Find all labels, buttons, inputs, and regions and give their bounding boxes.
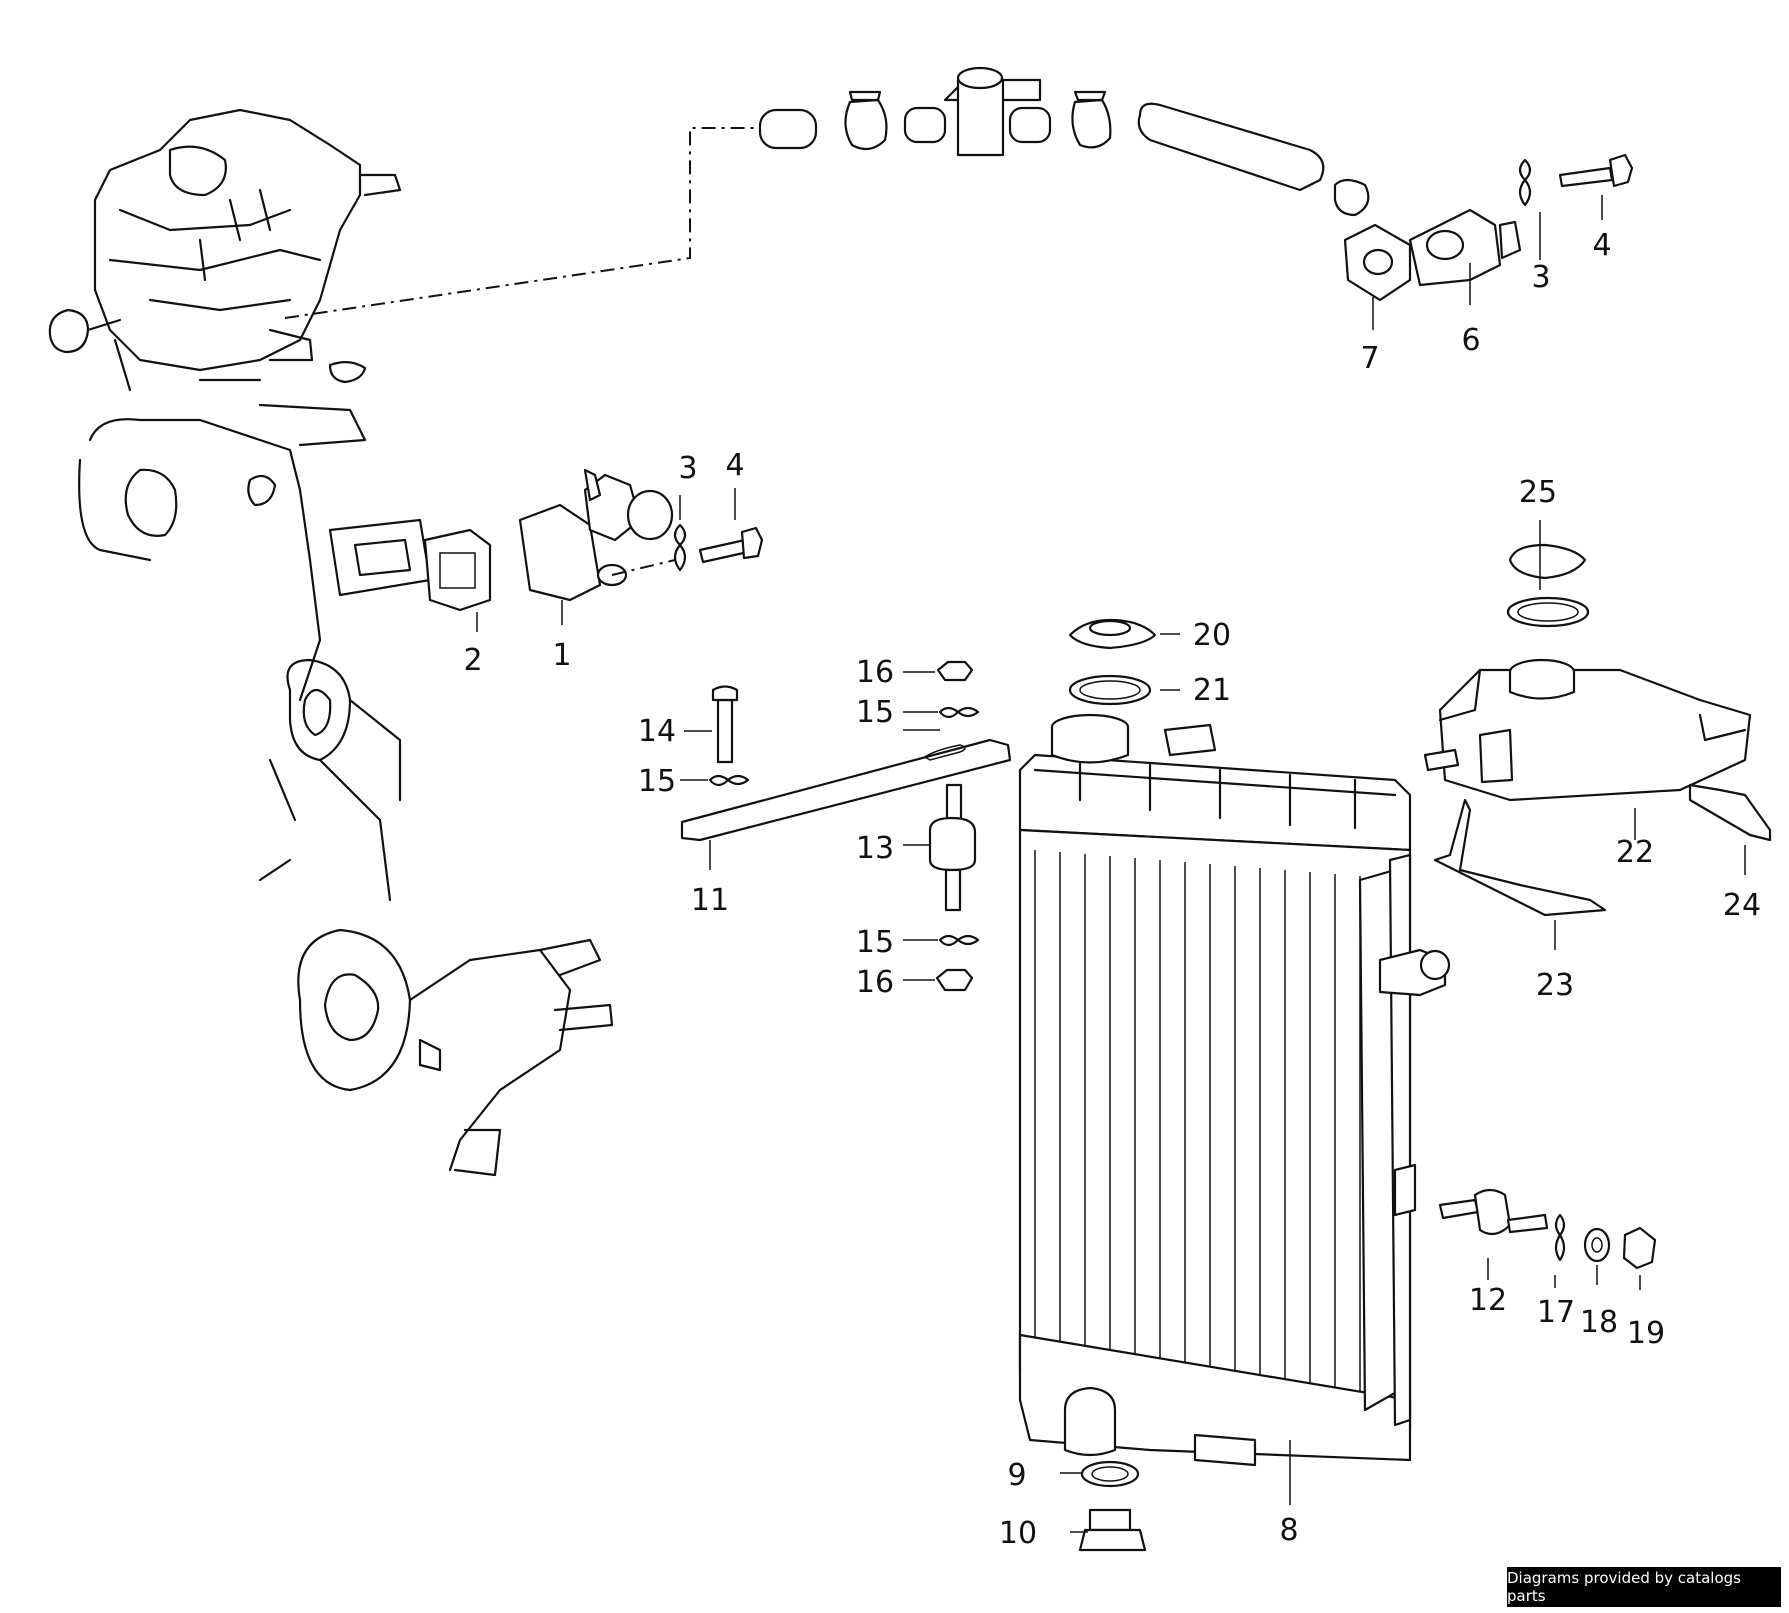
mounting-bracket-drawing	[680, 660, 1012, 992]
leader-lines	[476, 195, 1746, 1533]
coolant-flange-upper	[1343, 208, 1522, 302]
callout-21: 21	[1193, 673, 1231, 708]
callout-1: 1	[552, 638, 571, 673]
callout-23: 23	[1536, 968, 1574, 1003]
callout-15-top: 15	[856, 695, 894, 730]
hose-route-line	[284, 127, 760, 319]
callout-8: 8	[1279, 1513, 1298, 1548]
callout-15-bottom: 15	[856, 925, 894, 960]
callout-12: 12	[1469, 1283, 1507, 1318]
credit-badge: Diagrams provided by catalogs parts	[1507, 1567, 1781, 1607]
callout-18: 18	[1580, 1305, 1618, 1340]
callout-6: 6	[1461, 323, 1480, 358]
callout-4-upper: 4	[1592, 228, 1611, 263]
washer-bolt-upper	[1518, 153, 1634, 207]
callout-3-thermostat: 3	[678, 451, 697, 486]
callout-14: 14	[638, 714, 676, 749]
callout-19: 19	[1627, 1316, 1665, 1351]
callout-16-bottom: 16	[856, 965, 894, 1000]
top-hose-assembly	[758, 66, 1370, 217]
callout-9: 9	[1007, 1458, 1026, 1493]
callout-24: 24	[1723, 888, 1761, 923]
callout-13: 13	[856, 831, 894, 866]
callout-4-thermostat: 4	[725, 448, 744, 483]
radiator-cap-drawing	[1068, 618, 1157, 706]
expansion-tank-drawing	[1423, 543, 1772, 917]
carburetor-drawing	[48, 108, 402, 392]
drain-plug-drawing	[1078, 1460, 1147, 1552]
callout-labels: 1 2 3 4 3 4 6 7 8 9 10 11 12 13 14 15 15…	[463, 228, 1761, 1551]
callout-22: 22	[1616, 835, 1654, 870]
thermostat-housing-drawing	[423, 468, 764, 612]
callout-2: 2	[463, 643, 482, 678]
radiator-drawing	[1018, 713, 1451, 1467]
callout-17: 17	[1537, 1295, 1575, 1330]
callout-16-top: 16	[856, 655, 894, 690]
callout-11: 11	[691, 883, 729, 918]
callout-3-upper: 3	[1531, 260, 1550, 295]
callout-25: 25	[1519, 475, 1557, 510]
callout-7: 7	[1360, 341, 1379, 376]
callout-20: 20	[1193, 618, 1231, 653]
callout-15-left: 15	[638, 764, 676, 799]
callout-10: 10	[999, 1516, 1037, 1551]
radiator-mount-lower	[1438, 1188, 1657, 1270]
